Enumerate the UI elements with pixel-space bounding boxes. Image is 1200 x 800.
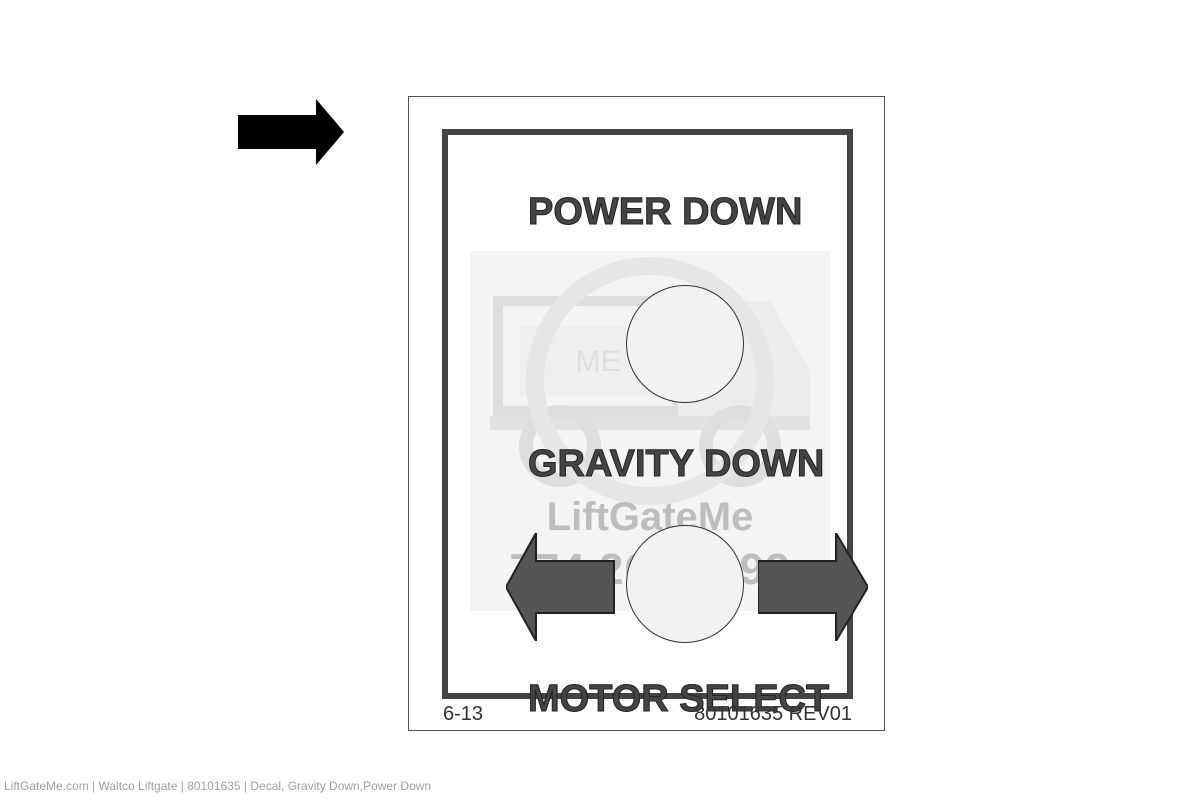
- decal-date: 6-13: [443, 703, 484, 725]
- motor-select-button-position: [626, 525, 744, 643]
- image-caption: LiftGateMe.com | Waltco Liftgate | 80101…: [4, 779, 432, 793]
- motor-select-label: MOTOR SELECT: [527, 678, 830, 721]
- decal-part-number: 80101635 REV01: [694, 703, 852, 725]
- pointer-arrow-icon: [238, 99, 344, 165]
- power-down-button-position: [626, 285, 744, 403]
- decal: ME LiftGateMe 774.266.8892 POWER DOWN GR…: [408, 96, 885, 731]
- power-down-label: POWER DOWN: [527, 191, 803, 234]
- decal-border: ME LiftGateMe 774.266.8892 POWER DOWN GR…: [442, 129, 868, 721]
- left-arrow-icon: [506, 533, 615, 641]
- gravity-down-label: GRAVITY DOWN: [527, 443, 825, 486]
- right-arrow-icon: [758, 533, 868, 641]
- watermark-name: LiftGateMe: [546, 495, 754, 539]
- watermark-logo-text: ME: [576, 345, 621, 378]
